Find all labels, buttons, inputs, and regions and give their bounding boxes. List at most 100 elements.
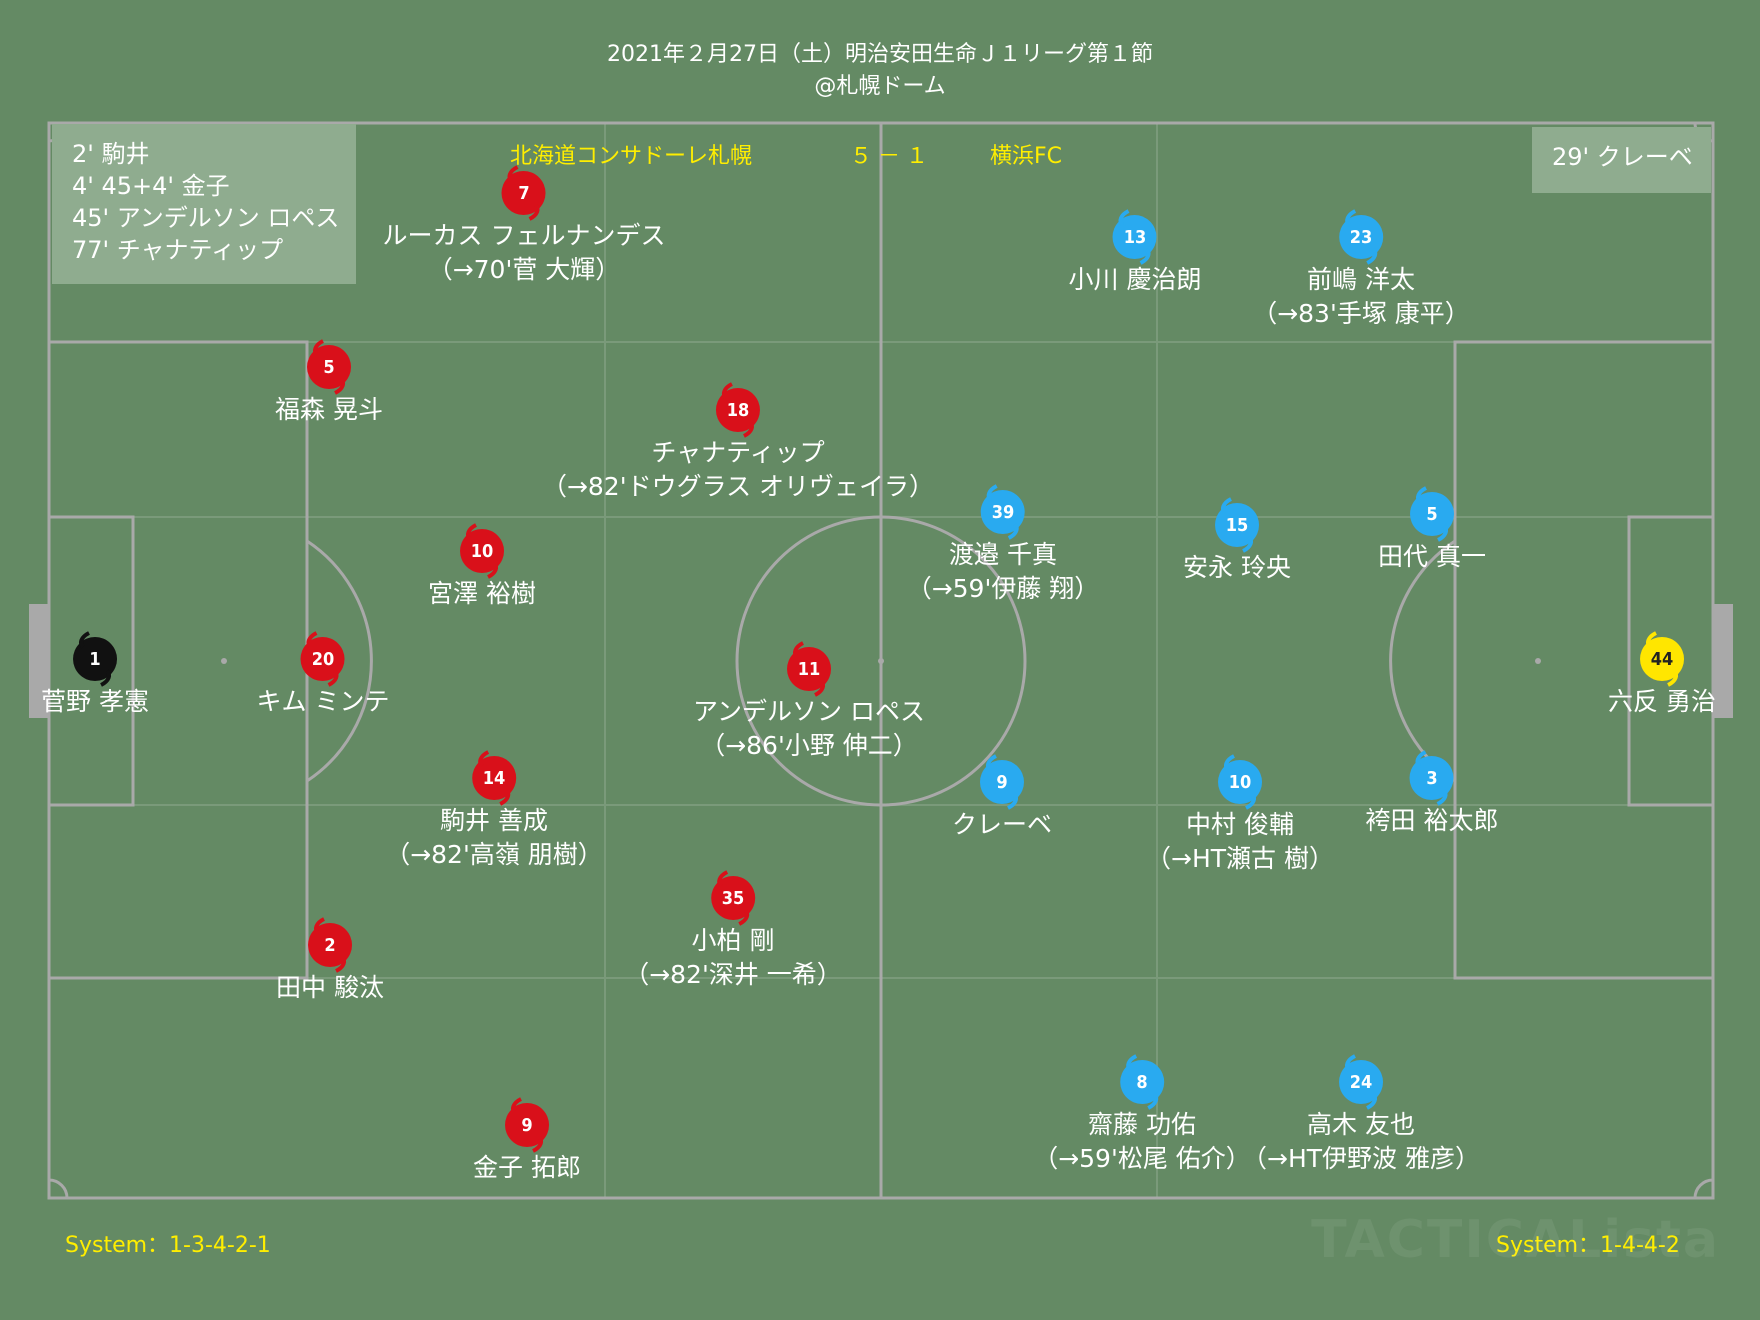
away-goal: 29' クレーベ [1552,143,1693,171]
player-number: 15 [1225,514,1249,536]
away-player: 24 高木 友也 （→HT伊野波 雅彦） [1242,1054,1480,1176]
player-number: 7 [518,182,530,204]
player-number-badge: 15 [1214,497,1259,553]
player-number-badge: 10 [459,523,504,579]
player-number-badge: 1 [72,631,117,687]
home-system: System：1-3-4-2-1 [65,1233,271,1258]
player-number-badge: 2 [307,917,352,973]
left-goal [29,604,49,718]
player-number: 20 [311,648,335,670]
player-name: 袴田 裕太郎 [1365,806,1499,835]
player-name: 田中 駿汰 [276,973,384,1002]
player-number: 44 [1650,648,1674,670]
player-number-badge: 7 [501,165,546,221]
home-goal: 45' アンデルソン ロペス [72,204,340,232]
player-number-badge: 39 [981,484,1025,540]
away-player: 13 小川 慶治朗 [1068,209,1202,297]
player-name: 金子 拓郎 [473,1153,581,1182]
player-number-badge: 9 [504,1097,549,1153]
player-number-badge: 23 [1339,209,1383,265]
away-goals-box: 29' クレーベ [1532,127,1711,193]
home-player: 7 ルーカス フェルナンデス （→70'菅 大輝） [382,165,666,287]
away-system: System：1-4-4-2 [1496,1233,1680,1258]
player-substitution: （→HT伊野波 雅彦） [1242,1144,1480,1173]
player-name: ルーカス フェルナンデス [382,221,666,250]
home-player: 10 宮澤 裕樹 [428,523,536,611]
player-name: 六反 勇治 [1608,687,1716,716]
player-name: キム ミンテ [256,687,390,716]
home-goals-box: 2' 駒井 4' 45+4' 金子 45' アンデルソン ロペス 77' チャナ… [52,124,356,284]
home-goal: 77' チャナティップ [72,236,284,264]
player-number-badge: 5 [1409,486,1454,542]
player-substitution: （→82'高嶺 朋樹） [385,840,603,869]
player-number-badge: 44 [1639,631,1684,687]
player-number: 9 [996,771,1008,793]
away-player: 9 クレーベ [951,754,1053,842]
player-name: 齋藤 功佑 [1088,1110,1196,1139]
player-number: 13 [1123,226,1147,248]
player-substitution: （→59'伊藤 翔） [906,574,1100,603]
player-number-badge: 11 [786,641,831,697]
home-player: 20 キム ミンテ [256,631,390,719]
player-number: 9 [521,1114,533,1136]
player-number: 3 [1426,767,1438,789]
match-venue: @札幌ドーム [814,74,946,99]
player-name: 高木 友也 [1307,1110,1415,1139]
player-name: 小柏 剛 [691,926,775,955]
player-name: 中村 俊輔 [1186,810,1294,839]
away-player: 3 袴田 裕太郎 [1365,750,1499,838]
player-number-badge: 24 [1339,1054,1383,1110]
player-substitution: （→86'小野 伸二） [700,731,918,760]
home-player: 18 チャナティップ （→82'ドウグラス オリヴェイラ） [541,382,935,504]
player-substitution: （→82'ドウグラス オリヴェイラ） [541,472,935,501]
player-name: 菅野 孝憲 [41,687,149,716]
home-goal: 2' 駒井 [72,140,150,168]
player-number: 11 [797,658,821,680]
player-number: 24 [1349,1071,1373,1093]
right-goal [1713,604,1733,718]
player-number: 5 [323,356,335,378]
player-number-badge: 10 [1218,754,1262,810]
player-substitution: （→59'松尾 佑介） [1033,1144,1251,1173]
player-name: 駒井 善成 [440,806,548,835]
home-player: 5 福森 晃斗 [275,339,383,427]
player-name: 宮澤 裕樹 [428,579,536,608]
player-substitution: （→70'菅 大輝） [427,255,621,284]
player-number-badge: 20 [300,631,345,687]
away-player: 23 前嶋 洋太 （→83'手塚 康平） [1252,209,1470,331]
player-number-badge: 9 [979,754,1024,810]
player-name: 小川 慶治朗 [1068,265,1202,294]
player-number-badge: 18 [716,382,760,438]
home-team-name: 北海道コンサドーレ札幌 [510,144,753,169]
player-number: 23 [1349,226,1373,248]
home-goal: 4' 45+4' 金子 [72,172,230,200]
player-substitution: （→HT瀬古 樹） [1146,844,1334,873]
player-number-badge: 13 [1112,209,1157,265]
player-name: 安永 玲央 [1183,553,1291,582]
player-number-badge: 3 [1409,750,1454,806]
player-name: 前嶋 洋太 [1307,265,1415,294]
player-name: クレーベ [951,810,1053,839]
player-number: 5 [1426,503,1438,525]
player-name: チャナティップ [651,438,825,467]
player-substitution: （→83'手塚 康平） [1252,299,1470,328]
away-team-name: 横浜FC [990,144,1063,169]
player-name: アンデルソン ロペス [693,697,925,726]
player-number-badge: 14 [472,750,516,806]
player-name: 福森 晃斗 [275,395,383,424]
player-number: 10 [470,540,494,562]
player-number-badge: 35 [711,870,755,926]
player-number: 18 [726,399,750,421]
away-player: 44 六反 勇治 [1608,631,1716,719]
home-player: 9 金子 拓郎 [473,1097,581,1185]
watermark: TACTICALista [1311,1210,1720,1270]
score-result: ５－１ [850,144,935,169]
away-player: 15 安永 玲央 [1183,497,1291,585]
